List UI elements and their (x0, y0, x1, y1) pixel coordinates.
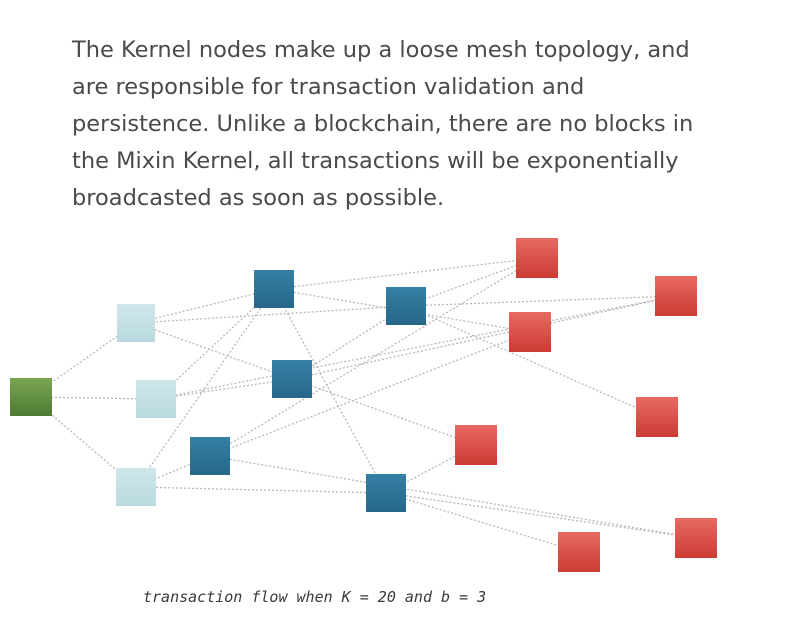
nodes-layer (10, 238, 717, 572)
edge-l2-e-to-r-f (385, 492, 697, 539)
edge-l2-b-to-r-b (405, 295, 677, 307)
node-r-c (509, 312, 551, 352)
description-line-5: broadcasted as soon as possible. (72, 185, 445, 211)
node-l1-b (136, 380, 176, 418)
node-r-g (558, 532, 600, 572)
edge-l2-c-to-r-b (291, 295, 677, 380)
edge-l1-a-to-l2-c (135, 322, 293, 380)
node-l2-a (254, 270, 294, 308)
node-r-f (675, 518, 717, 558)
node-l1-c (116, 468, 156, 506)
edge-l1-b-to-l2-a (155, 288, 275, 400)
node-r-e (455, 425, 497, 465)
node-l2-d (190, 437, 230, 475)
edge-l2-d-to-r-c (209, 331, 531, 457)
edge-l1-c-to-l2-a (135, 288, 275, 488)
node-r-b (655, 276, 697, 316)
edges-layer (30, 257, 697, 553)
edge-origin-to-l1-c (30, 396, 137, 488)
node-r-d (636, 397, 678, 437)
node-l1-a (117, 304, 155, 342)
node-l2-b (386, 287, 426, 325)
edge-l1-a-to-l2-b (135, 305, 407, 324)
diagram-caption: transaction flow when K = 20 and b = 3 (143, 588, 487, 606)
edge-l2-a-to-r-a (273, 257, 538, 290)
node-l2-c (272, 360, 312, 398)
description-line-4: the Mixin Kernel, all transactions will … (72, 148, 679, 174)
edge-l2-b-to-r-d (405, 305, 658, 418)
edge-l2-b-to-r-a (405, 257, 538, 307)
node-r-a (516, 238, 558, 278)
node-l2-e (366, 474, 406, 512)
edge-l2-e-to-r-g (385, 492, 580, 553)
edge-l2-d-to-r-f (209, 455, 697, 539)
edge-l1-b-to-r-b (155, 295, 677, 400)
description-paragraph: The Kernel nodes make up a loose mesh to… (72, 32, 772, 217)
description-line-2: are responsible for transaction validati… (72, 74, 585, 100)
edge-l2-c-to-r-e (291, 378, 477, 446)
edge-l2-a-to-l2-e (273, 288, 387, 494)
edge-l1-c-to-l2-e (135, 486, 387, 494)
edge-l1-b-to-l2-c (155, 378, 293, 400)
description-line-3: persistence. Unlike a blockchain, there … (72, 111, 694, 137)
node-origin (10, 378, 52, 416)
description-line-1: The Kernel nodes make up a loose mesh to… (72, 37, 690, 63)
